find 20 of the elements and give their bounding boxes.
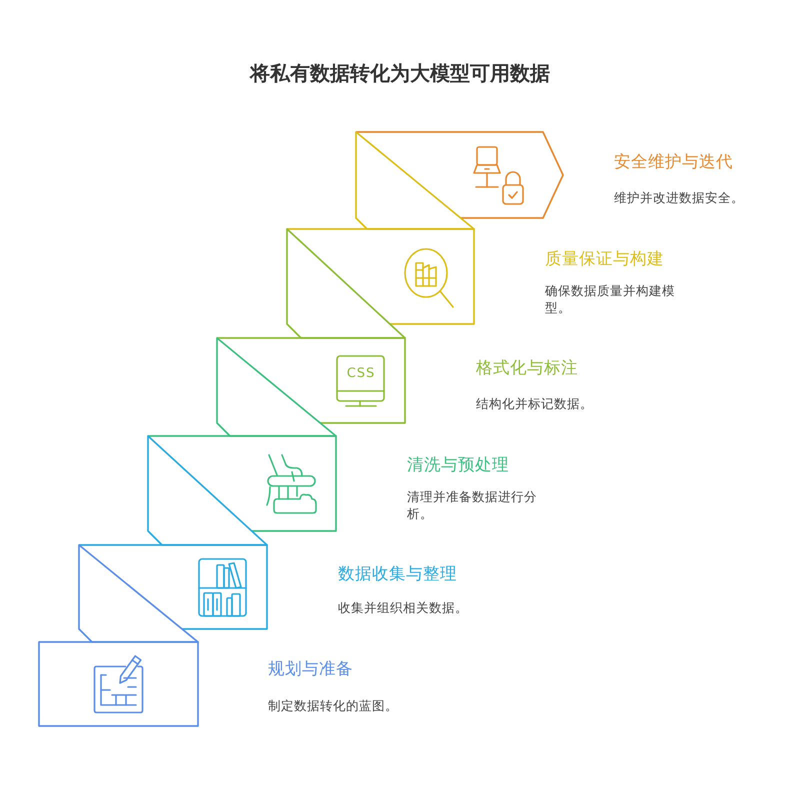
step-description: 维护并改进数据安全。 [614,188,744,206]
step-title: 格式化与标注 [476,358,578,378]
step-title: 安全维护与迭代 [614,152,733,172]
step-description: 收集并组织相关数据。 [338,598,468,616]
diagram-title: 将私有数据转化为大模型可用数据 [250,61,550,85]
step-title: 清洗与预处理 [407,455,509,475]
step-description: 结构化并标记数据。 [476,394,593,412]
step-box [217,338,405,436]
arrow-step [356,132,563,229]
step-box [287,229,474,338]
step-title: 数据收集与整理 [338,564,457,584]
step-description: 清理并准备数据进行分析。 [407,488,538,522]
step-title: 质量保证与构建 [545,249,664,269]
screen-text: CSS [346,366,376,382]
step-description: 制定数据转化的蓝图。 [268,696,398,714]
step-box [148,436,336,545]
step-description: 确保数据质量并构建模型。 [545,282,676,316]
step-title: 规划与准备 [268,659,353,679]
step-box [79,545,267,642]
step-box [39,642,198,726]
